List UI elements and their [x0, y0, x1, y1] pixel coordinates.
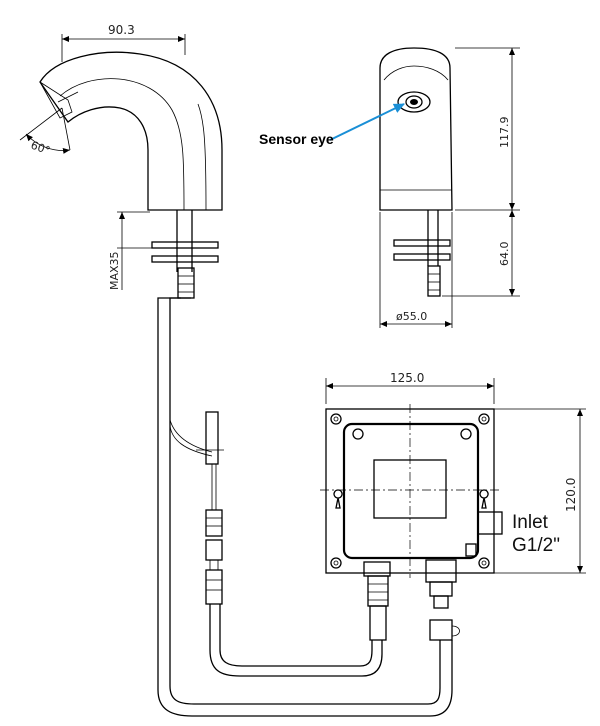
inlet-label: Inlet [512, 512, 549, 533]
faucet-front-body [379, 47, 453, 211]
box-height-dimension: 120.0 [564, 478, 578, 512]
front-view: 117.9 64.0 ø55.0 Sensor eye [259, 47, 520, 328]
shank-length-dimension: 64.0 [498, 242, 511, 267]
washer-top [151, 241, 219, 249]
washer-bottom [151, 255, 219, 263]
sensor-arrow [329, 103, 405, 141]
side-view: 90.3 60° MAX35 [19, 23, 223, 299]
hose-connector [177, 267, 195, 299]
box-width-dimension: 125.0 [390, 371, 424, 385]
inlet-thread-label: G1/2" [512, 535, 560, 556]
box-cover [342, 422, 480, 560]
max-deck-dimension: MAX35 [108, 251, 121, 290]
base-diameter-dimension: ø55.0 [396, 310, 427, 323]
spout-width-dimension: 90.3 [108, 23, 135, 37]
inlet-stub [477, 511, 503, 535]
hose [157, 297, 460, 717]
sensor-eye-label: Sensor eye [259, 131, 334, 147]
body-height-dimension: 117.9 [498, 117, 511, 149]
spout-body [39, 51, 223, 211]
control-box: 125.0 120.0 [320, 371, 586, 578]
spout-angle-dimension: 60° [29, 139, 52, 158]
sensor-eye [405, 95, 423, 109]
